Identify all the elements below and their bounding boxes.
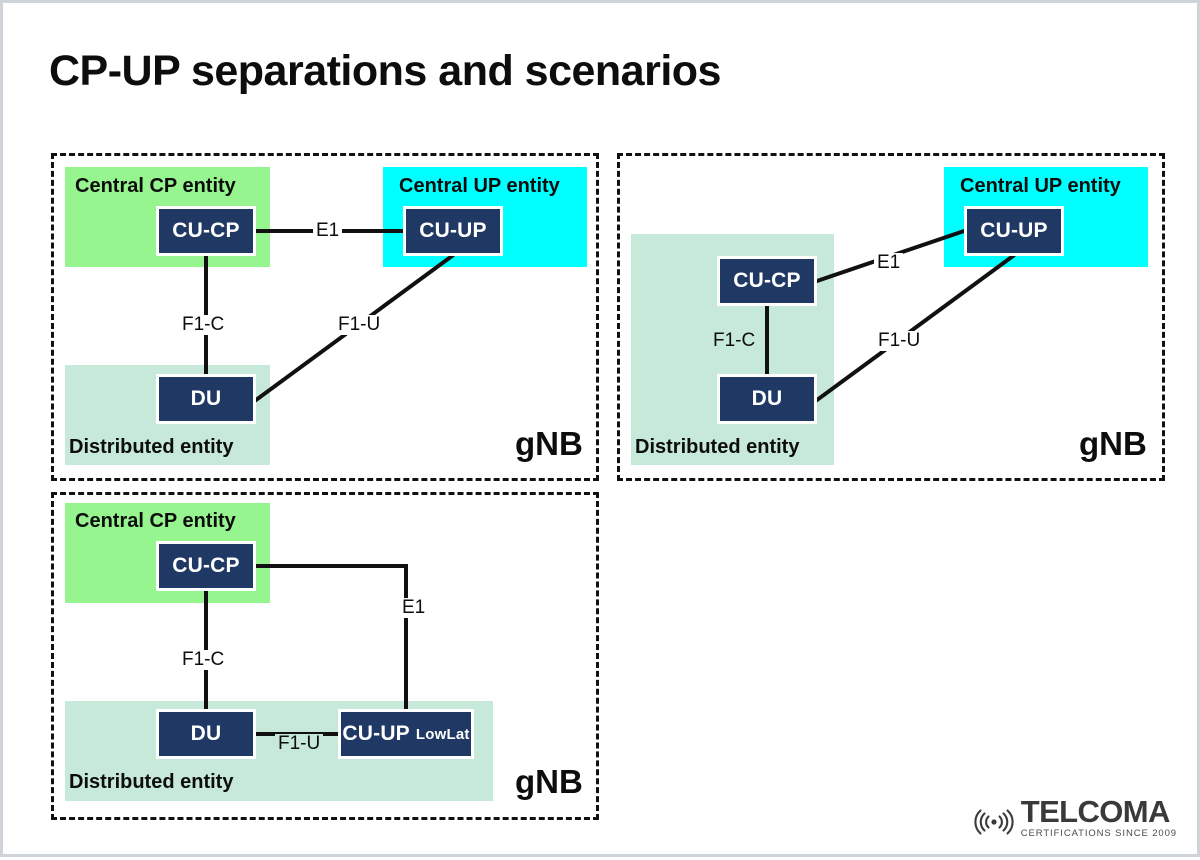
node-label: DU	[751, 387, 783, 410]
link-label-f1-u-1: F1-U	[335, 315, 384, 335]
link-label-f1-c-2: F1-C	[710, 331, 759, 351]
node-cu-cp-1[interactable]: CU-CP	[156, 206, 256, 256]
region-label-central-up-2: Central UP entity	[960, 175, 1121, 197]
node-label: CU-CP	[733, 269, 801, 292]
node-du-1[interactable]: DU	[156, 374, 256, 424]
node-du-2[interactable]: DU	[717, 374, 817, 424]
node-label: DU	[190, 387, 222, 410]
scenario-panel-3	[51, 492, 599, 820]
logo-tagline: CERTIFICATIONS SINCE 2009	[1020, 827, 1177, 839]
link-label-e1-3: E1	[399, 598, 429, 618]
link-label-e1-2: E1	[874, 253, 904, 273]
region-label-distributed-3: Distributed entity	[69, 771, 234, 793]
link-label-f1-u-3: F1-U	[275, 734, 324, 754]
node-sublabel: LowLat	[415, 725, 470, 743]
link-label-f1-c-3: F1-C	[179, 650, 228, 670]
scenario-panel-1	[51, 153, 599, 481]
node-du-3[interactable]: DU	[156, 709, 256, 759]
region-label-central-up-1: Central UP entity	[399, 175, 560, 197]
region-label-distributed-2: Distributed entity	[635, 436, 800, 458]
node-label: CU-UP	[342, 722, 410, 745]
scenario-panel-2	[617, 153, 1165, 481]
gnb-label-1: gNB	[515, 425, 583, 462]
region-label-central-cp-3: Central CP entity	[75, 510, 236, 532]
node-label: DU	[190, 722, 222, 745]
node-label: CU-UP	[980, 219, 1048, 242]
telcoma-logo: TELCOMA CERTIFICATIONS SINCE 2009	[972, 794, 1177, 840]
node-cu-up-lowlat-3[interactable]: CU-UP LowLat	[338, 709, 474, 759]
link-label-f1-c-1: F1-C	[179, 315, 228, 335]
gnb-label-2: gNB	[1079, 425, 1147, 462]
node-label: CU-CP	[172, 219, 240, 242]
node-cu-cp-3[interactable]: CU-CP	[156, 541, 256, 591]
region-label-distributed-1: Distributed entity	[69, 436, 234, 458]
page-title: CP-UP separations and scenarios	[49, 47, 721, 95]
node-label: CU-CP	[172, 554, 240, 577]
node-cu-cp-2[interactable]: CU-CP	[717, 256, 817, 306]
signal-waves-icon	[974, 809, 1014, 835]
node-cu-up-1[interactable]: CU-UP	[403, 206, 503, 256]
region-label-central-cp-1: Central CP entity	[75, 175, 236, 197]
link-label-e1-1: E1	[313, 221, 343, 241]
link-label-f1-u-2: F1-U	[875, 331, 924, 351]
node-cu-up-2[interactable]: CU-UP	[964, 206, 1064, 256]
gnb-label-3: gNB	[515, 763, 583, 800]
logo-wordmark: TELCOMA	[1020, 794, 1171, 830]
node-label: CU-UP	[419, 219, 487, 242]
